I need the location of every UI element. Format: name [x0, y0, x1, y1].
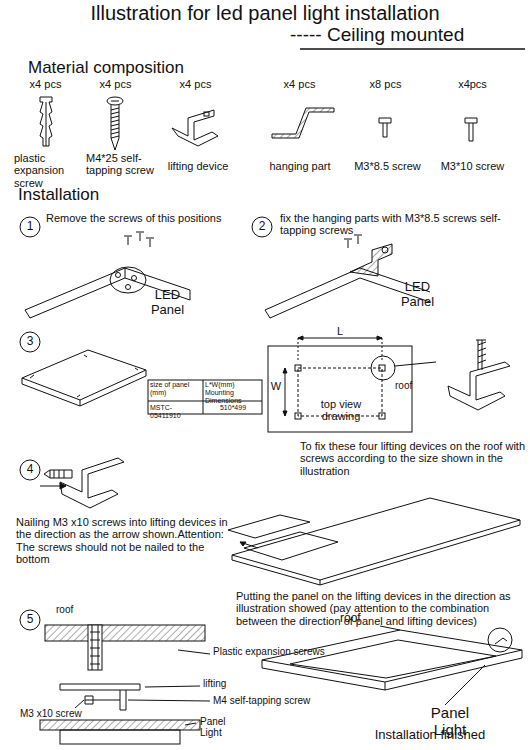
part-name: roof: [395, 380, 425, 391]
quantity: x4pcs: [445, 78, 500, 90]
panel-corner-1: [25, 232, 190, 318]
part-name: Plastic expansion screws: [213, 646, 333, 657]
part-name: roof: [56, 604, 96, 615]
quantity: x4 pcs: [168, 78, 223, 90]
section-heading: Material composition: [28, 58, 278, 77]
section-heading: Installation: [18, 185, 218, 204]
page-title: Illustration for led panel light install…: [20, 2, 510, 24]
panel-slide: [228, 498, 520, 585]
expansion-screw-icon: [40, 97, 52, 146]
callout-number: 5: [20, 613, 40, 626]
part-name: M3*8.5 screw: [345, 160, 430, 172]
m3-8-5-screw-icon: [379, 118, 391, 137]
section-view: [40, 625, 210, 744]
table-cell: size of panel (mm): [150, 381, 202, 397]
m3-10-screw-icon: [465, 118, 477, 141]
part-name: lifting: [203, 678, 263, 689]
callout-number: 1: [20, 220, 40, 233]
part-name: Panel Light: [200, 716, 250, 738]
part-name: lifting device: [158, 160, 238, 172]
part-name: hanging part: [260, 160, 340, 172]
part-name: M4*25 self-tapping screw: [86, 152, 156, 177]
part-name: LED Panel: [395, 280, 440, 309]
part-name: M3*10 screw: [430, 160, 515, 172]
panel-perspective: [22, 350, 146, 406]
part-name: LED Panel: [145, 288, 190, 317]
table-cell: MSTC-05411910: [150, 404, 202, 420]
lifting-device-detail: [448, 340, 510, 410]
view-label: top view drawing: [305, 398, 377, 423]
quantity: x4 pcs: [18, 78, 73, 90]
installed-panel: [262, 626, 522, 705]
instruction-note: fix the hanging parts with M3*8.5 screws…: [280, 212, 520, 237]
part-name: M3 x10 screw: [20, 708, 90, 719]
table-cell: L*W(mm) Mounting Dimensions: [205, 381, 261, 404]
instruction-note: Remove the screws of this positions: [46, 212, 256, 224]
quantity: x4 pcs: [88, 78, 143, 90]
quantity: x8 pcs: [358, 78, 413, 90]
lifting-device-step4: [40, 458, 124, 508]
lifting-device-icon: [172, 110, 218, 146]
dimension: L: [332, 325, 348, 337]
page-subtitle: ----- Ceiling mounted: [290, 24, 525, 45]
instruction-note: To fix these four lifting devices on the…: [300, 440, 525, 477]
part-name: M4 self-tapping screw: [213, 695, 343, 706]
table-cell: 510*499: [205, 404, 261, 412]
caption-note: Installation finished: [340, 728, 520, 743]
part-name: plastic expansion screw: [14, 152, 80, 189]
part-name: roof: [340, 612, 380, 625]
top-view: [268, 336, 436, 432]
hanging-part-icon: [272, 108, 334, 138]
instruction-note: Nailing M3 x10 screws into lifting devic…: [16, 516, 234, 565]
callout-number: 4: [20, 463, 40, 476]
callout-number: 2: [252, 220, 272, 233]
self-tapping-screw-icon: [107, 97, 123, 150]
quantity: x4 pcs: [272, 78, 327, 90]
instruction-note: Putting the panel on the lifting devices…: [236, 590, 526, 627]
callout-number: 3: [20, 335, 40, 348]
dimension: W: [270, 380, 282, 392]
